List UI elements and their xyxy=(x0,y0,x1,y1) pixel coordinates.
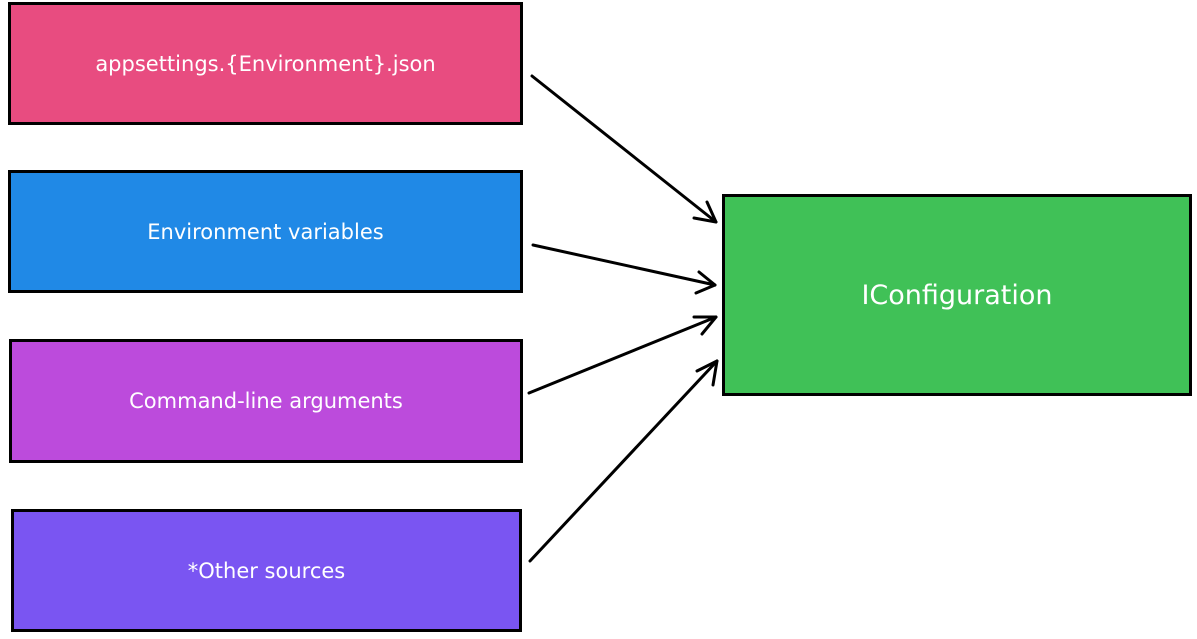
source-box-other-sources: *Other sources xyxy=(11,509,522,632)
arrow-appsettings xyxy=(530,74,718,224)
source-label: Environment variables xyxy=(147,219,384,244)
arrow-other-sources xyxy=(528,359,719,563)
source-label: *Other sources xyxy=(187,558,346,583)
target-box-iconfiguration: IConfiguration xyxy=(722,194,1192,396)
source-label: appsettings.{Environment}.json xyxy=(95,51,436,76)
arrow-command-line-arguments xyxy=(527,315,718,395)
source-box-command-line-arguments: Command-line arguments xyxy=(9,339,523,463)
arrow-environment-variables xyxy=(531,243,717,295)
source-label: Command-line arguments xyxy=(129,389,403,413)
source-box-appsettings: appsettings.{Environment}.json xyxy=(8,2,523,125)
source-box-environment-variables: Environment variables xyxy=(8,170,523,293)
target-label: IConfiguration xyxy=(861,279,1053,311)
